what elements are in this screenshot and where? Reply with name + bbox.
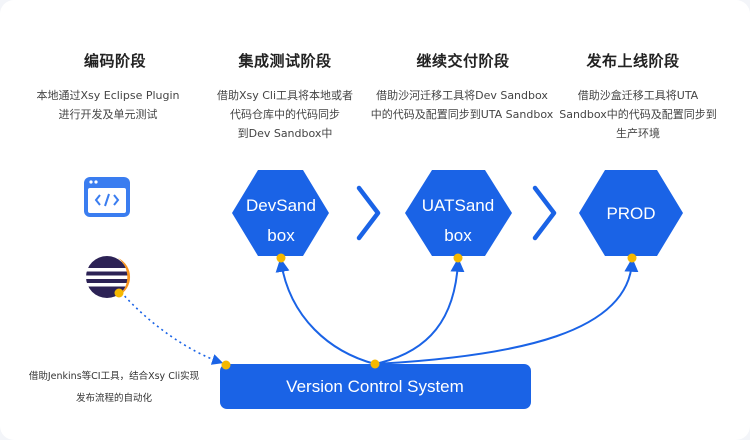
uat-sandbox-label-line2: box <box>444 226 472 245</box>
version-control-system-label: Version Control System <box>286 377 464 396</box>
note-line: 借助Jenkins等CI工具，结合Xsy Cli实现 <box>28 371 200 382</box>
stage-desc-line: 进行开发及单元测试 <box>58 108 158 121</box>
stage-desc-line: 借助Xsy Cli工具将本地或者 <box>216 89 354 102</box>
stage-desc-line: 生产环境 <box>616 127 660 140</box>
vcs-to-uat-arrow <box>374 257 465 365</box>
prod-hexagon <box>579 170 683 256</box>
stage-desc-line: 借助沙盒迁移工具将UTA <box>577 89 699 102</box>
chevron-right-icon <box>356 185 381 241</box>
vcs-to-prod-arrow <box>374 257 639 365</box>
chevron-right-icon <box>532 185 557 241</box>
dev-sandbox-label-line2: box <box>267 226 295 245</box>
stage-desc-coding: 本地通过Xsy Eclipse Plugin 进行开发及单元测试 <box>8 86 208 124</box>
connector-dot <box>370 359 380 369</box>
stage-desc-line: Sandbox中的代码及配置同步到 <box>559 108 717 121</box>
version-control-system-bar <box>220 364 531 409</box>
stage-title-release: 发布上线阶段 <box>586 52 680 70</box>
vcs-to-dev-arrow <box>275 257 376 365</box>
note-line: 发布流程的自动化 <box>75 393 152 404</box>
stage-title-coding: 编码阶段 <box>83 52 146 70</box>
stage-desc-line: 本地通过Xsy Eclipse Plugin <box>36 89 180 102</box>
stage-desc-line: 借助沙河迁移工具将Dev Sandbox <box>376 89 548 102</box>
dev-sandbox-label-line1: DevSand <box>246 196 316 215</box>
connector-dot <box>627 253 637 263</box>
stage-desc-line: 代码仓库中的代码同步 <box>230 108 340 121</box>
stage-desc-integration-test: 借助Xsy Cli工具将本地或者 代码仓库中的代码同步 到Dev Sandbox… <box>185 86 385 143</box>
stage-title-continuous-delivery: 继续交付阶段 <box>416 52 510 70</box>
eclipse-logo-icon <box>86 256 131 298</box>
uat-sandbox-hexagon <box>405 170 512 256</box>
stage-desc-release: 借助沙盒迁移工具将UTA Sandbox中的代码及配置同步到 生产环境 <box>538 86 738 143</box>
prod-label: PROD <box>606 204 655 223</box>
connector-dot <box>276 253 286 263</box>
stage-desc-continuous-delivery: 借助沙河迁移工具将Dev Sandbox 中的代码及配置同步到UTA Sandb… <box>362 86 562 124</box>
code-window-icon <box>84 177 130 217</box>
jenkins-automation-note: 借助Jenkins等CI工具，结合Xsy Cli实现 发布流程的自动化 <box>14 366 214 410</box>
connector-dot <box>453 253 463 263</box>
connector-dot <box>114 288 124 298</box>
connector-dot <box>221 360 231 370</box>
uat-sandbox-label-line1: UATSand <box>422 196 494 215</box>
stage-desc-line: 中的代码及配置同步到UTA Sandbox <box>370 108 554 121</box>
stage-title-integration-test: 集成测试阶段 <box>238 52 332 70</box>
dev-sandbox-hexagon <box>232 170 329 256</box>
jenkins-connector <box>120 291 224 365</box>
stage-desc-line: 到Dev Sandbox中 <box>237 127 333 140</box>
